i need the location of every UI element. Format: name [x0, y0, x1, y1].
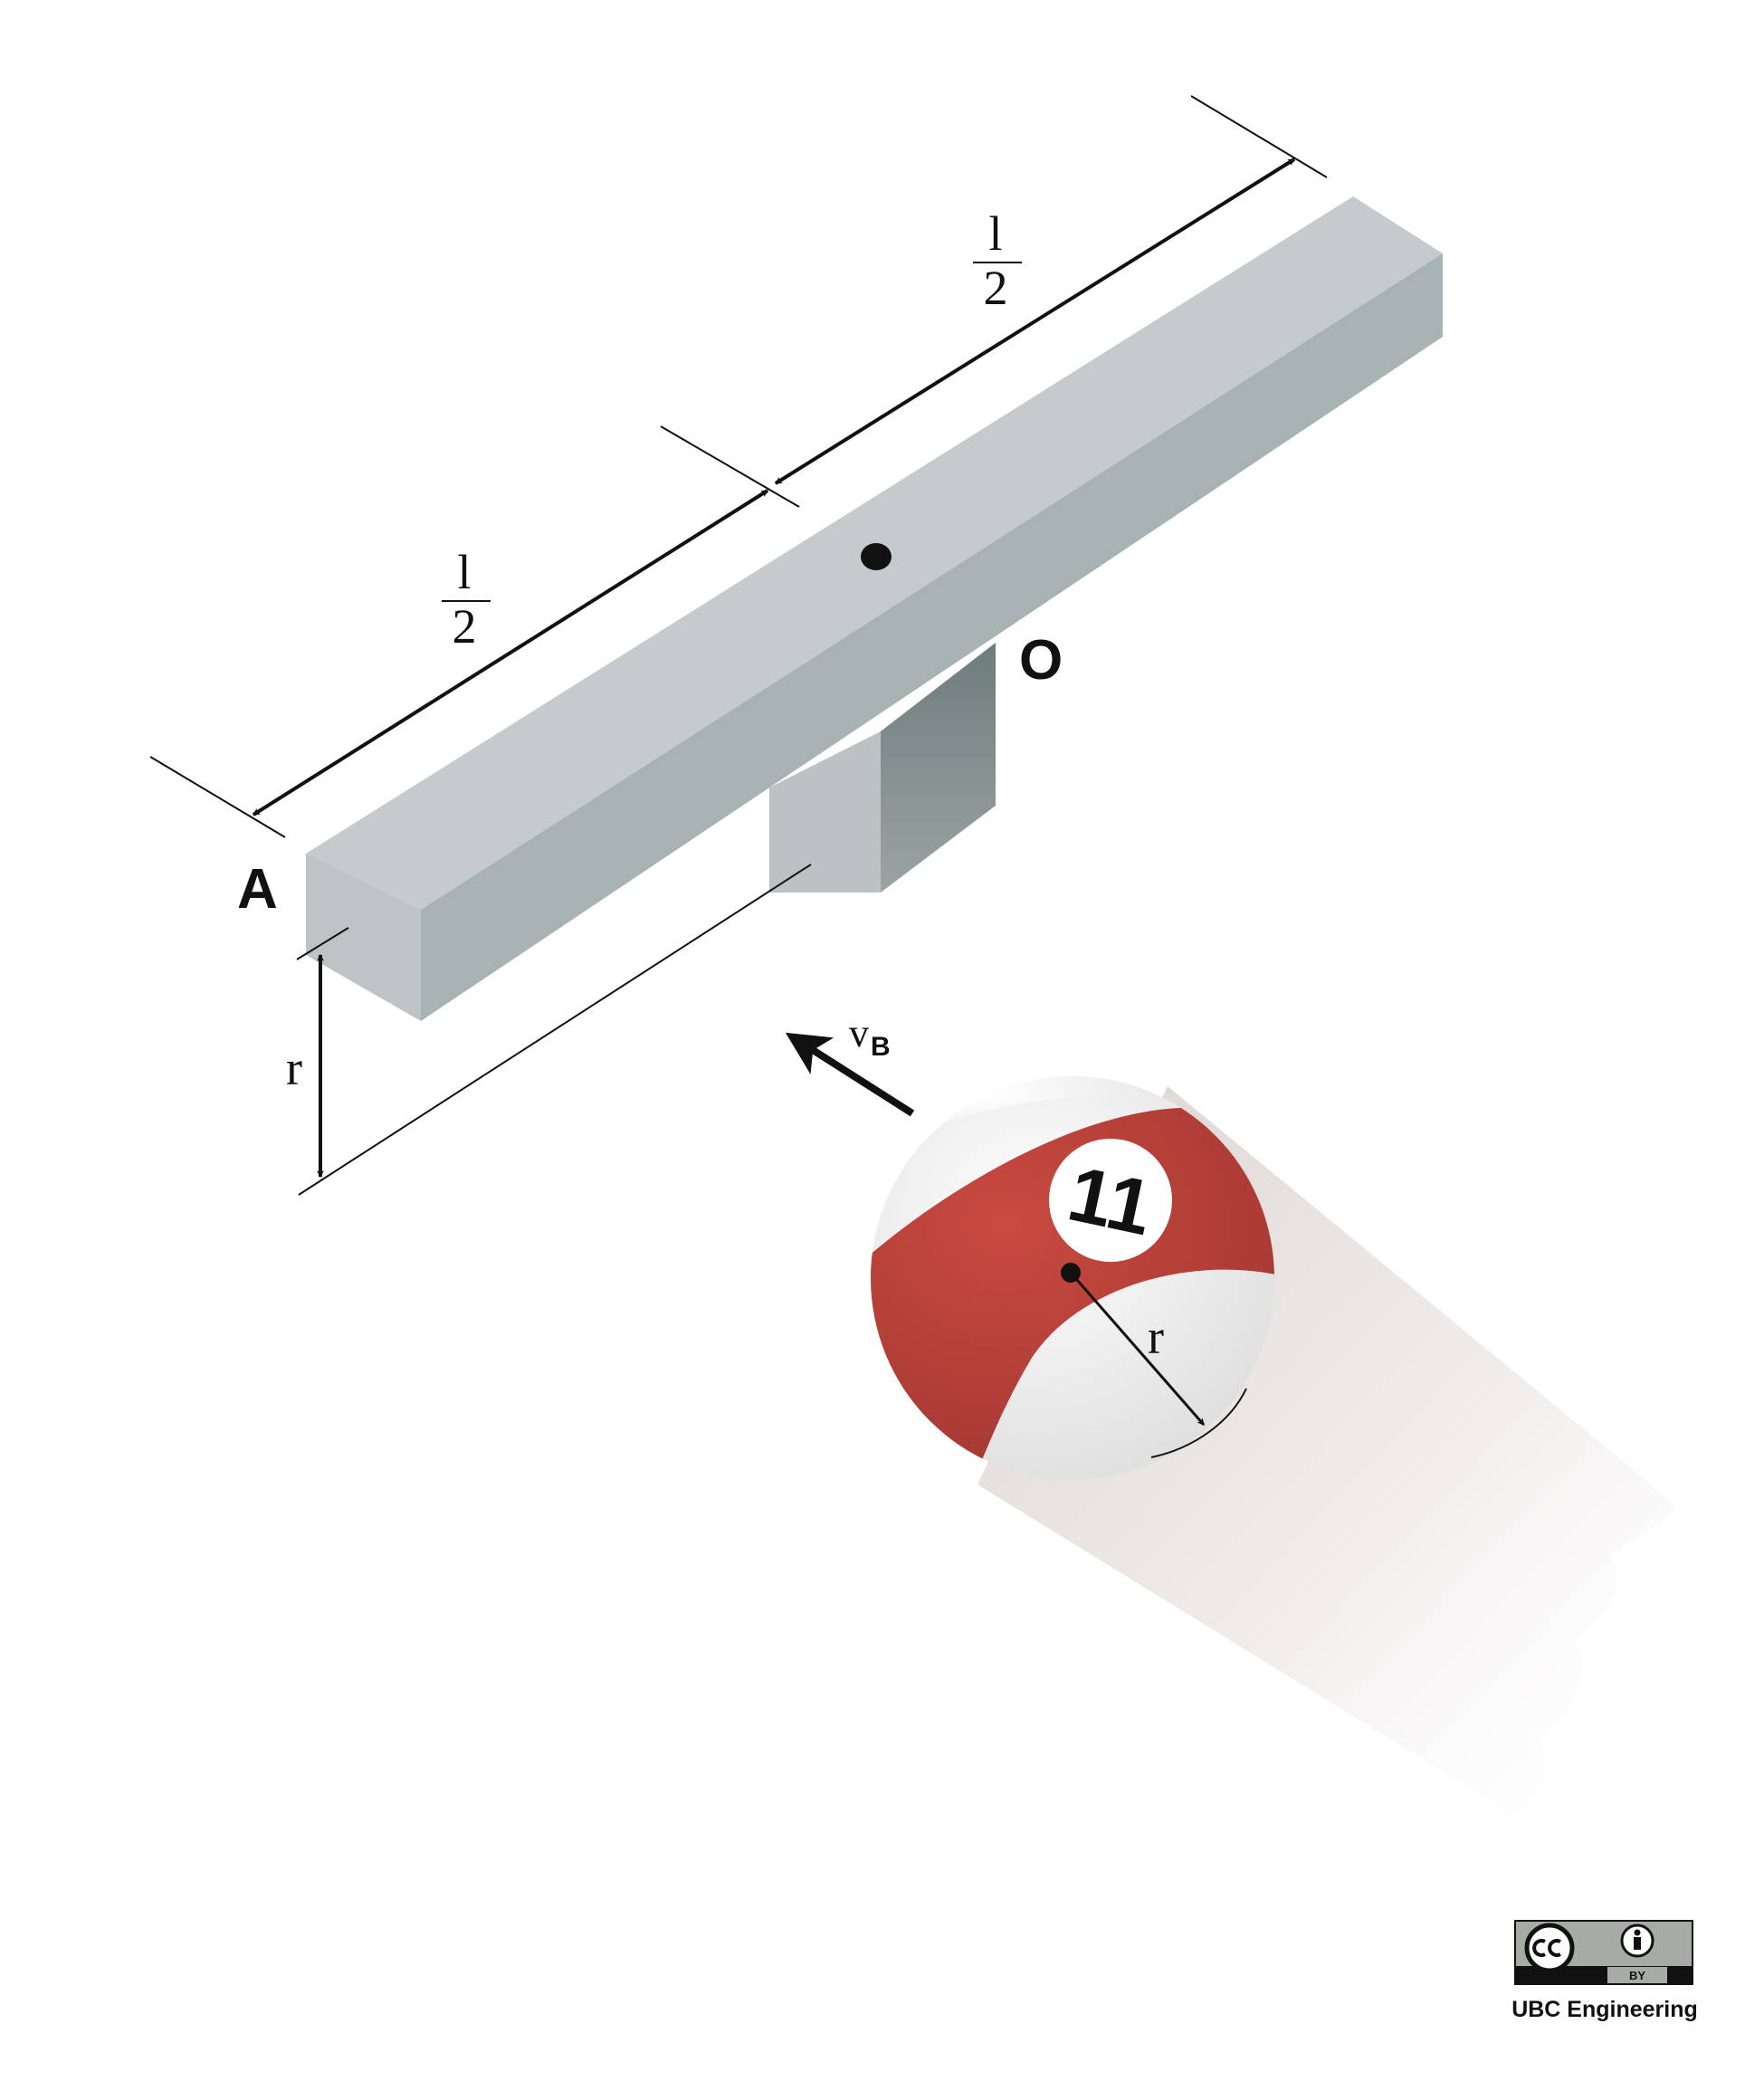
fraction-left-denominator: 2	[453, 599, 477, 654]
fraction-left-numerator: l	[457, 545, 471, 599]
point-o-label: O	[1019, 629, 1063, 692]
bar-end-face	[306, 854, 421, 1021]
fraction-right: l 2	[973, 206, 1022, 315]
extension-line-center	[660, 425, 800, 508]
extension-line-left	[149, 756, 286, 838]
cc-letters-icon	[1532, 1939, 1561, 1957]
pivot-post	[769, 643, 996, 893]
ball-number: 11	[1061, 1150, 1159, 1253]
velocity-label: v B	[849, 1011, 891, 1062]
extension-line-right	[1190, 95, 1328, 178]
velocity-arrow	[785, 1032, 915, 1117]
velocity-subscript: B	[871, 1032, 891, 1062]
radius-dimension-left	[296, 864, 812, 1196]
velocity-symbol: v	[849, 1011, 869, 1055]
credit-text: UBC Engineering	[1511, 1997, 1698, 2022]
fraction-left: l 2	[442, 545, 491, 654]
cc-badge-by-text: BY	[1629, 1969, 1645, 1982]
dimension-arrow-right-half	[774, 158, 1296, 485]
billiard-ball: 11 r	[871, 1076, 1274, 1480]
fraction-right-numerator: l	[988, 206, 1002, 261]
cc-by-license-badge: BY	[1514, 1920, 1693, 1985]
bar-front-face	[421, 253, 1443, 1021]
pivot-point	[861, 543, 892, 570]
ball-radius-arc	[1150, 1388, 1247, 1458]
radius-label-left: r	[286, 1041, 302, 1095]
extension-line-top	[296, 927, 349, 960]
ball-number-disc	[1049, 1139, 1172, 1262]
dimension-arrow-left-half	[252, 489, 769, 816]
ball-stripe	[871, 1107, 1274, 1480]
point-a-label: A	[237, 858, 278, 921]
extension-line-ground	[298, 864, 812, 1196]
ball-radius-arrow	[1069, 1272, 1206, 1426]
length-dimension	[149, 95, 1328, 838]
radius-label-ball: r	[1148, 1310, 1164, 1364]
fraction-right-denominator: 2	[984, 261, 1008, 315]
